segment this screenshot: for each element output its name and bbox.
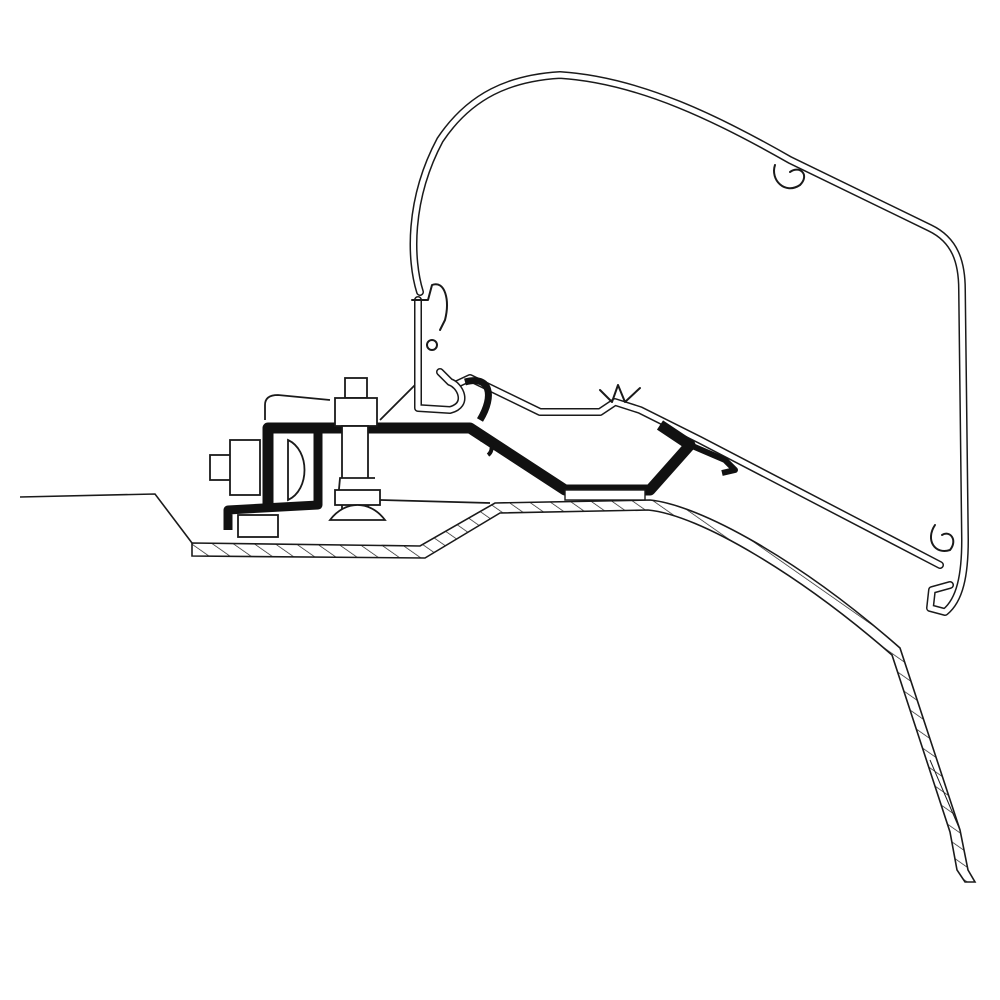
adapter-seal-pad	[564, 489, 646, 501]
vehicle-roof-panel	[19, 493, 977, 883]
awning-case-profile	[409, 71, 969, 616]
bolt-assembly	[209, 377, 491, 538]
